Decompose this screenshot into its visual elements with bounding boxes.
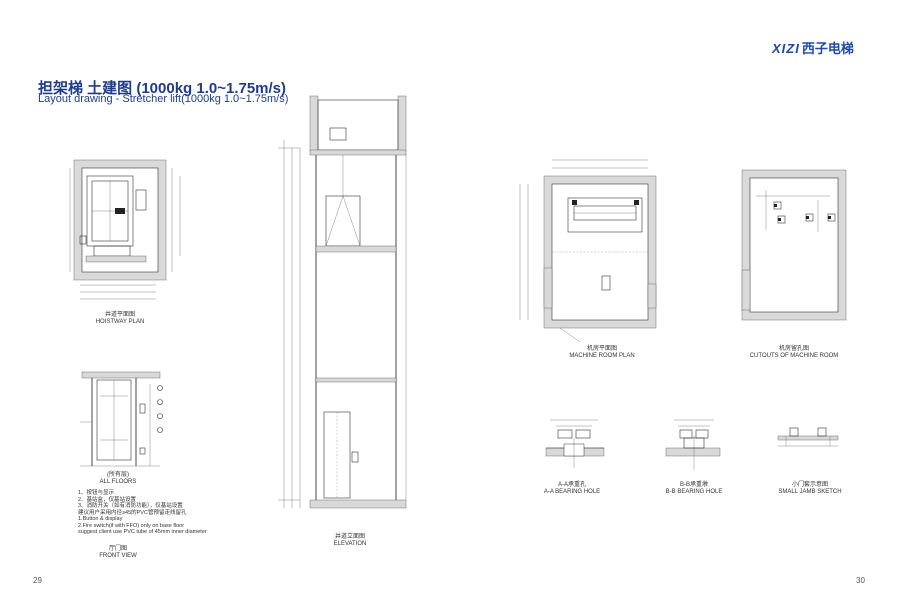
aa-bearing-caption-cn: A-A承重孔 bbox=[557, 482, 587, 488]
bb-bearing-caption: B-B承重墩 B-B BEARING HOLE bbox=[666, 482, 723, 496]
front-view-sub-caption: (所有层) ALL FLOORS bbox=[100, 472, 137, 486]
hoistway-plan-caption-en: HOISTWAY PLAN bbox=[95, 319, 145, 325]
machine-room-caption: 机房平面图 MACHINE ROOM PLAN bbox=[569, 346, 634, 360]
bb-bearing-caption-cn: B-B承重墩 bbox=[679, 482, 708, 488]
note-line: 2.Fire switch(if with FFO) only on base … bbox=[78, 522, 185, 529]
small-jamb-caption-en: SMALL JAMB SKETCH bbox=[778, 489, 842, 495]
aa-bearing-caption: A-A承重孔 A-A BEARING HOLE bbox=[544, 482, 600, 496]
cutouts-drawing bbox=[741, 169, 847, 321]
hoistway-plan-caption-cn: 井道平面图 bbox=[104, 312, 136, 318]
bb-bearing-hole-drawing bbox=[665, 419, 721, 470]
note-line: 3、消防开关（如有消防功能），仅基站设置 bbox=[78, 503, 183, 509]
elevation-caption-en: ELEVATION bbox=[333, 541, 367, 547]
hoistway-plan-drawing bbox=[69, 159, 181, 300]
cutouts-caption: 机房留孔图 CUTOUTS OF MACHINE ROOM bbox=[750, 346, 839, 360]
brand-logo-cn: 西子电梯 bbox=[801, 41, 854, 56]
cutouts-caption-en: CUTOUTS OF MACHINE ROOM bbox=[749, 353, 839, 359]
notes-block: 1、按钮与显示 2、基站盒，仅基站设置 3、消防开关（如有消防功能），仅基站设置… bbox=[78, 490, 207, 536]
note-line: 2、基站盒，仅基站设置 bbox=[78, 496, 137, 503]
page-number-left: 29 bbox=[33, 576, 42, 585]
front-view-sub-en: ALL FLOORS bbox=[99, 479, 137, 485]
machine-room-plan-drawing bbox=[519, 159, 657, 343]
page-number-right: 30 bbox=[856, 576, 865, 585]
brand-logo-en: XIZI bbox=[772, 41, 800, 56]
page-subtitle: Layout drawing - Stretcher lift(1000kg 1… bbox=[38, 93, 289, 105]
hoistway-plan-caption: 井道平面图 HOISTWAY PLAN bbox=[96, 312, 145, 326]
front-view-caption: 厅门图 FRONT VIEW bbox=[99, 546, 137, 560]
bb-bearing-caption-en: B-B BEARING HOLE bbox=[665, 489, 723, 495]
front-view-sub-cn: (所有层) bbox=[106, 472, 129, 478]
small-jamb-caption: 小门套示意图 SMALL JAMB SKETCH bbox=[778, 482, 841, 496]
note-line: 建议用户采用内径≥45的PVC管预留走线留孔 bbox=[78, 509, 187, 516]
note-line: 1.Button & display bbox=[78, 516, 123, 522]
machine-room-caption-cn: 机房平面图 bbox=[586, 346, 617, 352]
note-line: suggest client use PVC tube of 45mm inne… bbox=[78, 529, 207, 535]
aa-bearing-caption-en: A-A BEARING HOLE bbox=[543, 489, 601, 495]
page-title: 担架梯 土建图 (1000kg 1.0~1.75m/s) bbox=[38, 80, 287, 97]
elevation-drawing bbox=[278, 95, 407, 509]
small-jamb-drawing bbox=[777, 427, 839, 447]
elevation-caption: 井道立面图 ELEVATION bbox=[334, 534, 367, 548]
note-line: 1、按钮与显示 bbox=[78, 490, 115, 496]
machine-room-caption-en: MACHINE ROOM PLAN bbox=[569, 353, 635, 359]
front-view-caption-en: FRONT VIEW bbox=[99, 553, 137, 559]
elevation-caption-cn: 井道立面图 bbox=[334, 534, 366, 540]
front-view-drawing bbox=[80, 371, 163, 467]
small-jamb-caption-cn: 小门套示意图 bbox=[791, 482, 829, 488]
front-view-caption-cn: 厅门图 bbox=[108, 546, 127, 552]
cutouts-caption-cn: 机房留孔图 bbox=[778, 346, 809, 352]
aa-bearing-hole-drawing bbox=[545, 419, 605, 468]
